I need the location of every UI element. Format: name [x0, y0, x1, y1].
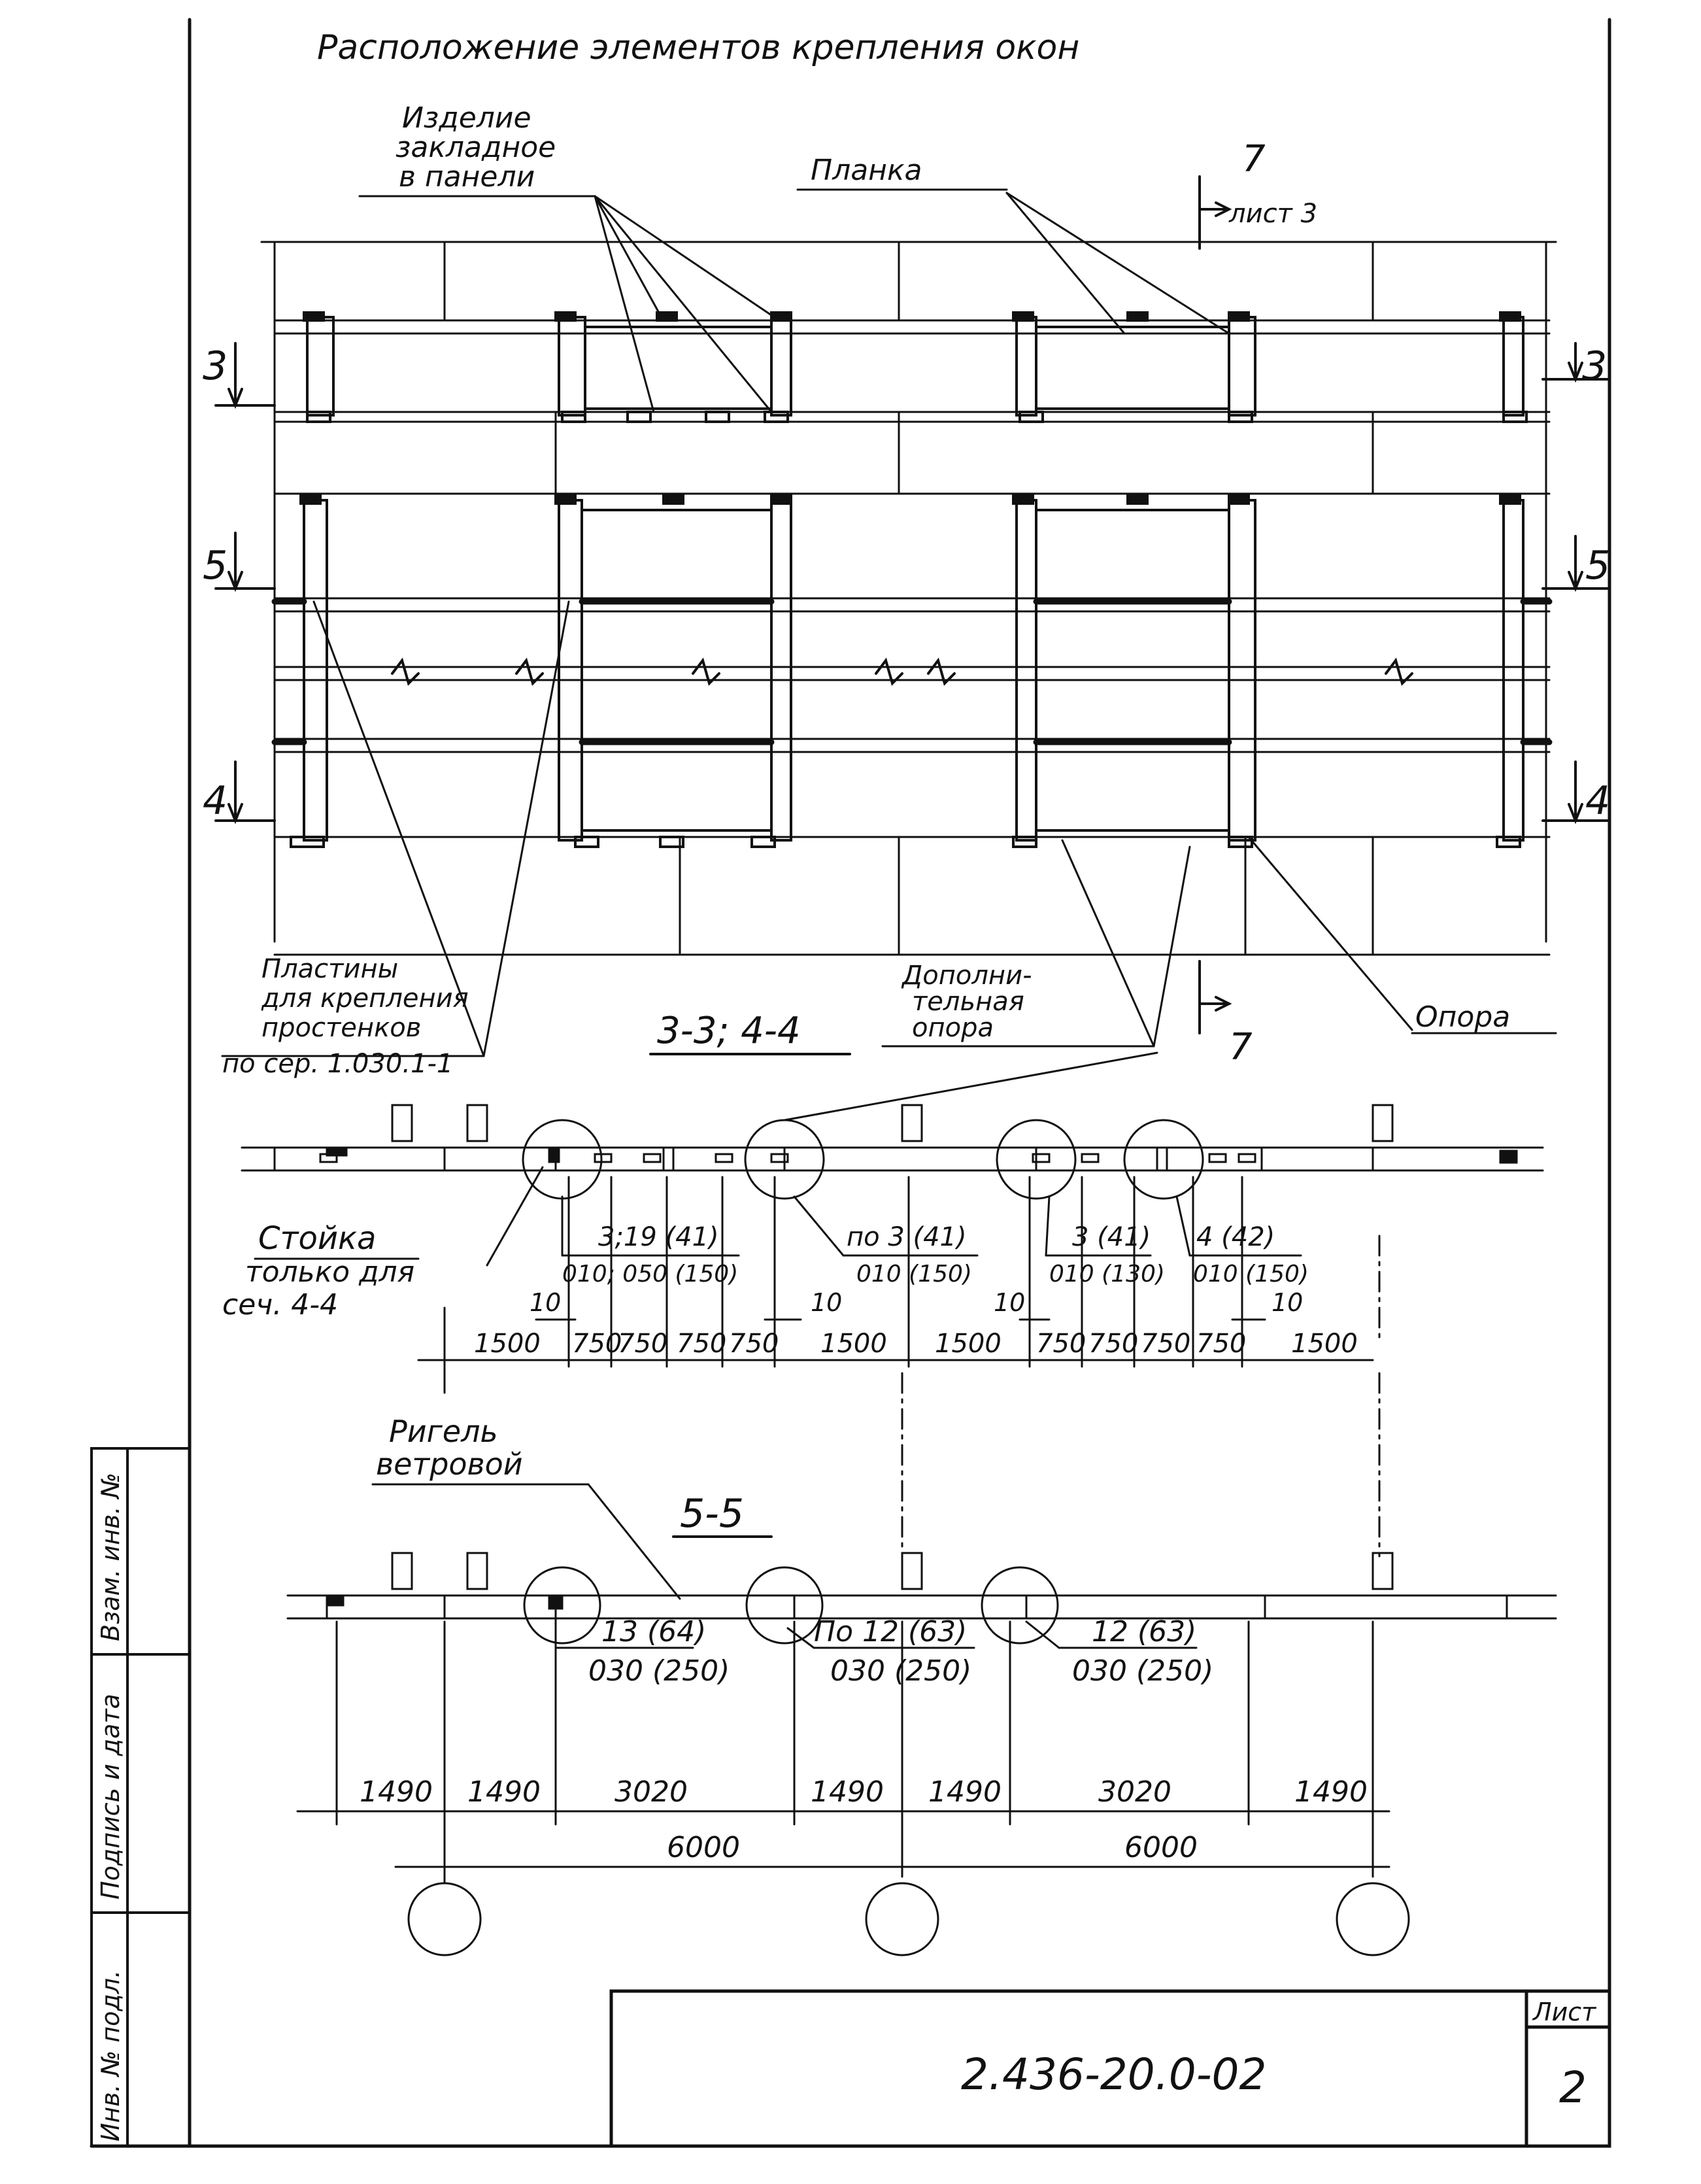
callout-55-1-top: 13 (64)	[601, 1615, 706, 1648]
label-wind-girt-leader	[587, 1483, 681, 1600]
title-block	[609, 1989, 1611, 2148]
label-plates-4: по сер. 1.030.1-1	[222, 1049, 453, 1079]
label-section-5-left: 5	[203, 543, 227, 589]
drawing-title: Расположение элементов крепления окон	[317, 28, 1079, 67]
section-title-55: 5-5	[680, 1491, 744, 1537]
label-support: Опора	[1415, 1000, 1510, 1034]
label-section-4-left: 4	[203, 778, 227, 824]
dim-34-7: 1500	[935, 1329, 1002, 1359]
callout-34-3-bottom: 010 (130)	[1049, 1261, 1165, 1288]
dim-34-5: 750	[729, 1329, 779, 1359]
callout-55-3-top: 12 (63)	[1092, 1615, 1196, 1648]
callout-55-1-bottom: 030 (250)	[588, 1654, 730, 1688]
label-embedded-part-1: Изделие	[402, 101, 531, 135]
dim-34-3: 750	[618, 1329, 667, 1359]
dim-55-6: 3020	[1098, 1775, 1171, 1809]
stamp-inventory-number: Инв. № подл.	[96, 1970, 125, 2141]
stamp-replaces-inventory: Взам. инв. №	[96, 1473, 125, 1641]
section-34-dim-text: 10 10 10 10 1500 750 750 750 750 1500 15…	[474, 1288, 1358, 1359]
label-section-7-top: 7	[1242, 138, 1266, 180]
side-stamp	[90, 1447, 191, 2147]
lower-window-row	[271, 494, 1553, 848]
label-underlines	[221, 188, 1557, 1057]
dim-34-12: 1500	[1291, 1329, 1358, 1359]
dim-34-11: 750	[1196, 1329, 1246, 1359]
callout-34-1-top: 3;19 (41)	[598, 1222, 719, 1252]
label-wind-girt-2: ветровой	[376, 1446, 523, 1482]
section-34-strip	[241, 1104, 1544, 1200]
label-additional-support-2: тельная	[912, 987, 1024, 1017]
callout-34-3-top: 3 (41)	[1072, 1222, 1151, 1252]
dim-34-2: 750	[572, 1329, 622, 1359]
section-55-dim-text: 1490 1490 3020 1490 1490 3020 1490 6000 …	[360, 1775, 1368, 1864]
section-cut-marks	[214, 175, 1609, 1034]
dim-axis-2: 6000	[1124, 1831, 1198, 1864]
label-additional-support-1: Дополни-	[901, 961, 1032, 991]
label-section-5-right: 5	[1585, 543, 1610, 589]
dim-55-7: 1490	[1294, 1775, 1368, 1809]
stamp-signature-date: Подпись и дата	[96, 1694, 125, 1900]
callout-34-4-bottom: 010 (150)	[1193, 1261, 1309, 1288]
label-embedded-part-2: закладное	[396, 131, 556, 164]
label-section-3-right: 3	[1582, 343, 1607, 389]
dim-34-9: 750	[1088, 1329, 1138, 1359]
section-55-strip	[286, 1552, 1557, 1649]
dim-55-1: 1490	[360, 1775, 433, 1809]
label-section-4-right: 4	[1585, 778, 1610, 824]
title-block-text: 2.436-20.0-02 Лист 2	[961, 1998, 1597, 2113]
label-additional-support-3: опора	[912, 1013, 994, 1043]
elevation-labels: Изделие закладное в панели Планка 7 лист…	[203, 101, 1610, 1079]
callout-34-2-top: по 3 (41)	[847, 1222, 967, 1252]
label-post-3: сеч. 4-4	[222, 1288, 338, 1322]
dim-axis-1: 6000	[667, 1831, 740, 1864]
callout-34-4-top: 4 (42)	[1196, 1222, 1275, 1252]
sheet-frame	[90, 18, 1611, 2148]
callout-34-2-bottom: 010 (150)	[856, 1261, 972, 1288]
gap-34-4: 10	[1272, 1288, 1303, 1317]
dim-55-3: 3020	[615, 1775, 688, 1809]
sheet-number: 2	[1559, 2062, 1587, 2113]
section-title-34: 3-3; 4-4	[657, 1010, 801, 1052]
callout-55-3-bottom: 030 (250)	[1072, 1654, 1213, 1688]
section-55-callout-text: 13 (64) 030 (250) По 12 (63) 030 (250) 1…	[588, 1615, 1213, 1688]
gap-34-2: 10	[811, 1288, 842, 1317]
gap-34-3: 10	[994, 1288, 1025, 1317]
callout-55-2-bottom: 030 (250)	[830, 1654, 971, 1688]
label-wind-girt-1: Ригель	[389, 1414, 498, 1449]
dim-55-4: 1490	[811, 1775, 884, 1809]
section-34-callout-text: 3;19 (41) 010; 050 (150) по 3 (41) 010 (…	[222, 1220, 1309, 1322]
label-plates-1: Пластины	[261, 954, 398, 984]
label-sheet-ref: лист 3	[1228, 199, 1317, 229]
sheet-label: Лист	[1532, 1998, 1597, 2026]
section-55-dimensions	[296, 1372, 1410, 1956]
dim-34-1: 1500	[474, 1329, 541, 1359]
gap-34-1: 10	[530, 1288, 561, 1317]
label-plates-2: для крепления	[261, 983, 469, 1014]
dim-34-6: 1500	[820, 1329, 887, 1359]
document-code: 2.436-20.0-02	[961, 2049, 1267, 2100]
panel-elevation	[260, 241, 1557, 956]
label-section-3-left: 3	[203, 343, 227, 389]
dim-55-5: 1490	[928, 1775, 1002, 1809]
callout-55-2-top: По 12 (63)	[814, 1615, 967, 1648]
label-post-2: только для	[245, 1255, 414, 1289]
elevation-leaders	[312, 192, 1413, 1057]
label-embedded-part-3: в панели	[399, 160, 535, 194]
dim-34-10: 750	[1141, 1329, 1190, 1359]
label-plates-3: простенков	[261, 1013, 421, 1043]
label-section-7-bottom: 7	[1229, 1026, 1253, 1068]
side-stamp-text: Инв. № подл. Подпись и дата Взам. инв. №	[96, 1473, 125, 2141]
upper-window-row	[303, 311, 1528, 423]
dim-34-4: 750	[677, 1329, 726, 1359]
label-plank: Планка	[811, 154, 922, 187]
section-34-dimensions	[417, 1176, 1381, 1394]
dim-34-8: 750	[1036, 1329, 1086, 1359]
dim-55-2: 1490	[467, 1775, 541, 1809]
label-post-1: Стойка	[258, 1220, 376, 1257]
callout-34-1-bottom: 010; 050 (150)	[562, 1261, 738, 1288]
section-34-callouts	[486, 1051, 1302, 1267]
